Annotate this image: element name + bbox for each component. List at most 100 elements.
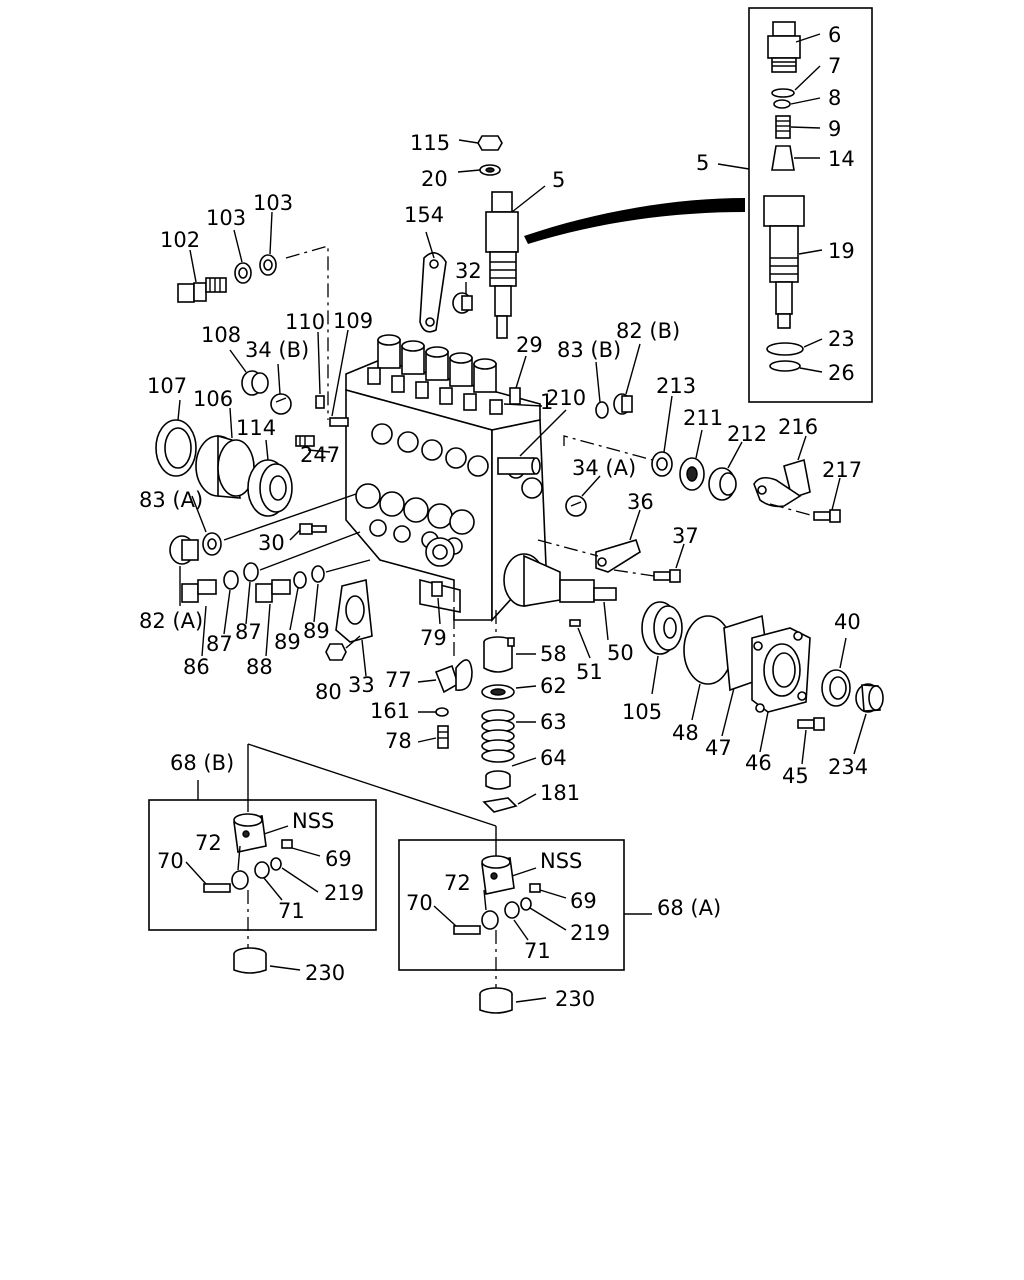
- callout-7: 7: [828, 54, 841, 78]
- callout-154: 154: [404, 203, 444, 227]
- left-lower-parts: 83 (A) 30 82 (A) 87 87 86 88 89 89: [139, 488, 371, 679]
- callout-88: 88: [246, 655, 273, 679]
- callout-72a: 72: [444, 871, 471, 895]
- tappet-windows: [355, 423, 489, 555]
- part-77-stop-lever: [434, 659, 473, 694]
- callout-109: 109: [333, 309, 373, 333]
- part-68b-housing: [233, 813, 267, 853]
- callout-213: 213: [656, 374, 696, 398]
- callout-48: 48: [672, 721, 699, 745]
- part-79-bolt: [431, 581, 443, 597]
- part-210-adjusting-screw: [497, 457, 541, 475]
- part-87-washer-b: [243, 562, 259, 582]
- part-23-o-ring: [766, 342, 804, 356]
- part-46-bearing-cover: [751, 627, 811, 713]
- part-110-pin: [315, 395, 325, 409]
- callout-6: 6: [828, 23, 841, 47]
- part-82A-plug: [169, 535, 199, 565]
- part-219b-o-ring: [270, 857, 282, 871]
- part-36-bracket: [595, 539, 641, 573]
- callout-51: 51: [576, 660, 603, 684]
- callout-79: 79: [420, 626, 447, 650]
- callout-20: 20: [421, 167, 448, 191]
- part-88-banjo-bolt: [255, 579, 291, 603]
- callout-161: 161: [370, 699, 410, 723]
- callout-181: 181: [540, 781, 580, 805]
- callout-89-a: 89: [274, 630, 301, 654]
- callout-107: 107: [147, 374, 187, 398]
- part-216-lever: [753, 458, 811, 508]
- callout-26: 26: [828, 361, 855, 385]
- callout-114: 114: [236, 416, 276, 440]
- part-212-gear: [708, 467, 737, 501]
- part-78-screw: [437, 725, 449, 749]
- callout-230a: 230: [555, 987, 595, 1011]
- inset-box: [748, 7, 873, 403]
- upper-left-small-parts: 108 34 (B) 110 109: [201, 309, 373, 427]
- callout-103-b: 103: [253, 191, 293, 215]
- callout-34b: 34 (B): [245, 338, 309, 362]
- label-nss-b: NSS: [292, 809, 334, 833]
- part-14-valve: [771, 145, 795, 171]
- barrel-tops: [367, 334, 497, 411]
- part-114-bearing: [247, 459, 293, 517]
- part-108-plug: [241, 370, 269, 396]
- part-50-camshaft: [503, 553, 617, 607]
- callout-219a: 219: [570, 921, 610, 945]
- delivery-valve-inset: 6 7 8 9 14 5 19 23 26: [696, 7, 873, 403]
- kit-68a-box: [398, 839, 625, 971]
- part-33-gasket: [335, 579, 373, 643]
- bracket-parts: 36 37: [537, 490, 699, 583]
- part-230b-collar: [233, 947, 267, 974]
- callout-5-inset: 5: [696, 151, 709, 175]
- callout-33: 33: [348, 673, 375, 697]
- callout-89-b: 89: [303, 619, 330, 643]
- callout-83b: 83 (B): [557, 338, 621, 362]
- callout-77: 77: [385, 668, 412, 692]
- part-72a-washer: [481, 910, 499, 930]
- part-64-seat: [485, 770, 511, 790]
- part-87-washer-a: [223, 570, 239, 590]
- callout-247: 247: [300, 443, 340, 467]
- callout-32: 32: [455, 259, 482, 283]
- callout-37: 37: [672, 524, 699, 548]
- part-68a-housing: [481, 855, 515, 895]
- part-80-nut: [325, 643, 347, 661]
- part-69b-screw: [281, 839, 293, 849]
- callout-29: 29: [516, 333, 543, 357]
- part-6-valve-holder: [767, 21, 801, 73]
- part-107-oil-seal: [155, 419, 197, 477]
- callout-211: 211: [683, 406, 723, 430]
- callout-71a: 71: [524, 939, 551, 963]
- part-154-bracket: [419, 252, 447, 333]
- part-51-key: [569, 619, 581, 627]
- callout-68b: 68 (B): [170, 751, 234, 775]
- part-89-washer-a: [293, 571, 307, 589]
- label-nss-a: NSS: [540, 849, 582, 873]
- callout-14: 14: [828, 147, 855, 171]
- part-30-bolt: [299, 523, 327, 535]
- part-32-plug: [452, 292, 473, 314]
- part-34A-cap: [565, 495, 587, 517]
- part-1-bolt: [489, 399, 503, 415]
- tappet-stack: 58 62 63 64 181: [481, 610, 580, 813]
- part-58-tappet: [483, 636, 515, 673]
- callout-45: 45: [782, 764, 809, 788]
- lower-middle-parts: 79 80 33 77 161 78: [315, 579, 473, 753]
- part-62-seat: [481, 684, 515, 700]
- callout-40: 40: [834, 610, 861, 634]
- callout-80: 80: [315, 680, 342, 704]
- part-83B-washer: [595, 401, 609, 419]
- callout-62: 62: [540, 674, 567, 698]
- part-230a-collar: [479, 987, 513, 1014]
- part-69a-screw: [529, 883, 541, 893]
- callout-82b: 82 (B): [616, 319, 680, 343]
- callout-87-a: 87: [206, 632, 233, 656]
- callout-69a: 69: [570, 889, 597, 913]
- part-247-bolt: [295, 435, 315, 447]
- callout-71b: 71: [278, 899, 305, 923]
- part-37-bolt: [653, 569, 681, 583]
- part-63-spring: [481, 709, 515, 763]
- part-9-spring: [775, 115, 791, 139]
- part-89-washer-b: [311, 565, 325, 583]
